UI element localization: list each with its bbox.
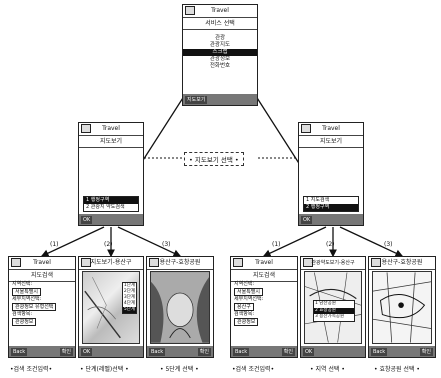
zoom-level-list: 1단계 2단계 3단계 4단계 5단계 xyxy=(122,282,137,314)
menu-item[interactable]: 전화번호 xyxy=(183,63,257,70)
transition-label-text: 지도보기 선택 xyxy=(195,156,233,164)
park-map-art xyxy=(151,272,209,343)
title-bar: Travel xyxy=(299,123,363,136)
menu-item[interactable]: 관광 xyxy=(183,35,257,42)
step-label-2: (2) xyxy=(104,241,113,248)
screen-subtitle: 지도보기 xyxy=(299,136,363,148)
place-list: 1 남산공원 2 효창공원 3 용산가족공원 xyxy=(313,300,355,322)
park-sketch-map[interactable] xyxy=(372,271,432,344)
title-bar: 관광약도보기-용산구 xyxy=(301,257,365,270)
ok-softkey[interactable]: OK xyxy=(81,216,92,224)
softkey-bar: Back 확인 xyxy=(369,346,435,357)
region-select[interactable]: 서울특별시 xyxy=(12,288,41,297)
softkey-bar: OK xyxy=(301,346,365,357)
ok-softkey[interactable]: OK xyxy=(303,348,314,356)
softkey-bar: Back 확인 xyxy=(9,346,75,357)
menu-item-selected[interactable]: 스크랩 xyxy=(183,49,257,56)
region-select[interactable]: 서울특별시 xyxy=(234,288,263,297)
caption-l2: • 단계(레벨)선택 • xyxy=(80,364,129,373)
title-bar: 지도보기-용산구 xyxy=(79,257,143,270)
map-option-list: 1 지도검색 2 행정구역 xyxy=(303,196,359,212)
type-select[interactable]: 관광정보 유형선택 xyxy=(12,303,56,312)
ok-softkey[interactable]: OK xyxy=(301,216,312,224)
title-bar: Travel xyxy=(183,5,257,18)
softkey-bar: 지도보기 xyxy=(183,94,257,105)
arrow-left-to-l3 xyxy=(118,227,180,256)
screen-subtitle: 지도보기-용산구 xyxy=(79,257,143,269)
search-condition-phone: Travel 지도검색 지역선택: 서울특별시 세부지역선택: 용산구 검색항목… xyxy=(230,256,298,358)
screen-subtitle: 관광약도보기-용산구 xyxy=(301,257,365,269)
title-bar: 용산구-효창공원 xyxy=(369,257,435,270)
place-item[interactable]: 3 용산가족공원 xyxy=(314,314,354,321)
back-softkey[interactable]: Back xyxy=(371,348,387,356)
area-map-phone: 관광약도보기-용산구 1 남산공원 2 효창공원 3 용산가족공원 OK xyxy=(300,256,366,358)
caption-r3: • 효창공원 선택 • xyxy=(374,364,420,373)
softkey-bar: OK xyxy=(79,346,143,357)
title-bar: Travel xyxy=(9,257,75,270)
list-item[interactable]: 1 지도검색 xyxy=(304,197,358,204)
screen-subtitle: 지도보기 xyxy=(79,136,143,148)
arrow-right-to-r3 xyxy=(340,227,402,256)
back-softkey[interactable]: Back xyxy=(149,348,165,356)
park-sketch-phone: 용산구-효창공원 Back 확인 xyxy=(368,256,436,358)
step-label-1: (1) xyxy=(272,241,281,248)
list-item[interactable]: 2 관광지 약도검색 xyxy=(84,204,138,211)
step-label-3: (3) xyxy=(162,241,171,248)
root-phone-screen: Travel 서비스 선택 관광 관광지도 스크랩 관광정보 전화번호 지도보기 xyxy=(182,4,258,106)
menu-item[interactable]: 관광정보 xyxy=(183,56,257,63)
confirm-softkey[interactable]: 확인 xyxy=(420,348,433,356)
district-map[interactable]: 1단계 2단계 3단계 4단계 5단계 xyxy=(82,271,140,344)
item-select[interactable]: 관광정보 xyxy=(12,318,36,327)
sketch-map[interactable]: 1 남산공원 2 효창공원 3 용산가족공원 xyxy=(304,271,362,344)
caption-l1: •검색 조건입력• xyxy=(10,364,52,373)
search-condition-phone: Travel 지도검색 지역선택: 서울특별시 세부지역선택: 관광정보 유형선… xyxy=(8,256,76,358)
confirm-softkey[interactable]: 확인 xyxy=(60,348,73,356)
level-item-selected[interactable]: 5단계 xyxy=(123,307,136,313)
title-bar: 용산구-효창공원 xyxy=(147,257,213,270)
search-form: 지역선택: 서울특별시 세부지역선택: 용산구 검색항목: 관광정보 xyxy=(234,281,294,326)
caption-l3: • 5단계 선택 • xyxy=(160,364,199,373)
right-branch-phone: Travel 지도보기 1 지도검색 2 행정구역 OK xyxy=(298,122,364,226)
service-menu: 관광 관광지도 스크랩 관광정보 전화번호 xyxy=(183,35,257,70)
item-select[interactable]: 관광정보 xyxy=(234,318,258,327)
caption-r2: • 지역 선택 • xyxy=(310,364,345,373)
list-item-selected[interactable]: 2 행정구역 xyxy=(304,204,358,211)
ok-softkey[interactable]: OK xyxy=(81,348,92,356)
map-option-list: 1 행정구역 2 관광지 약도검색 xyxy=(83,196,139,212)
screen-subtitle: 용산구-효창공원 xyxy=(147,257,213,269)
back-softkey[interactable]: Back xyxy=(233,348,249,356)
menu-item[interactable]: 관광지도 xyxy=(183,42,257,49)
title-bar: Travel xyxy=(79,123,143,136)
map-view-softkey[interactable]: 지도보기 xyxy=(185,96,207,104)
left-branch-phone: Travel 지도보기 1 행정구역 2 관광지 약도검색 OK xyxy=(78,122,144,226)
park-map[interactable] xyxy=(150,271,210,344)
park-sketch-art xyxy=(373,272,431,343)
app-title: Travel xyxy=(79,123,143,135)
softkey-bar: Back 확인 xyxy=(147,346,213,357)
level-map-phone: 지도보기-용산구 1단계 2단계 3단계 4단계 5단계 OK xyxy=(78,256,144,358)
softkey-bar: OK xyxy=(79,214,143,225)
back-softkey[interactable]: Back xyxy=(11,348,27,356)
app-title: Travel xyxy=(231,257,297,269)
app-title: Travel xyxy=(9,257,75,269)
title-bar: Travel xyxy=(231,257,297,270)
step-label-3: (3) xyxy=(384,241,393,248)
confirm-softkey[interactable]: 확인 xyxy=(198,348,211,356)
transition-label: • 지도보기 선택 • xyxy=(184,152,244,166)
park-detail-phone: 용산구-효창공원 Back 확인 xyxy=(146,256,214,358)
screen-subtitle: 서비스 선택 xyxy=(183,18,257,30)
district-select[interactable]: 용산구 xyxy=(234,303,254,312)
search-form: 지역선택: 서울특별시 세부지역선택: 관광정보 유형선택 검색항목: 관광정보 xyxy=(12,281,72,326)
app-title: Travel xyxy=(299,123,363,135)
step-label-2: (2) xyxy=(326,241,335,248)
confirm-softkey[interactable]: 확인 xyxy=(282,348,295,356)
caption-r1: •검색 조건입력• xyxy=(232,364,274,373)
softkey-bar: OK xyxy=(299,214,363,225)
list-item-selected[interactable]: 1 행정구역 xyxy=(84,197,138,204)
app-title: Travel xyxy=(183,5,257,17)
step-label-1: (1) xyxy=(50,241,59,248)
screen-subtitle: 용산구-효창공원 xyxy=(369,257,435,269)
softkey-bar: Back 확인 xyxy=(231,346,297,357)
